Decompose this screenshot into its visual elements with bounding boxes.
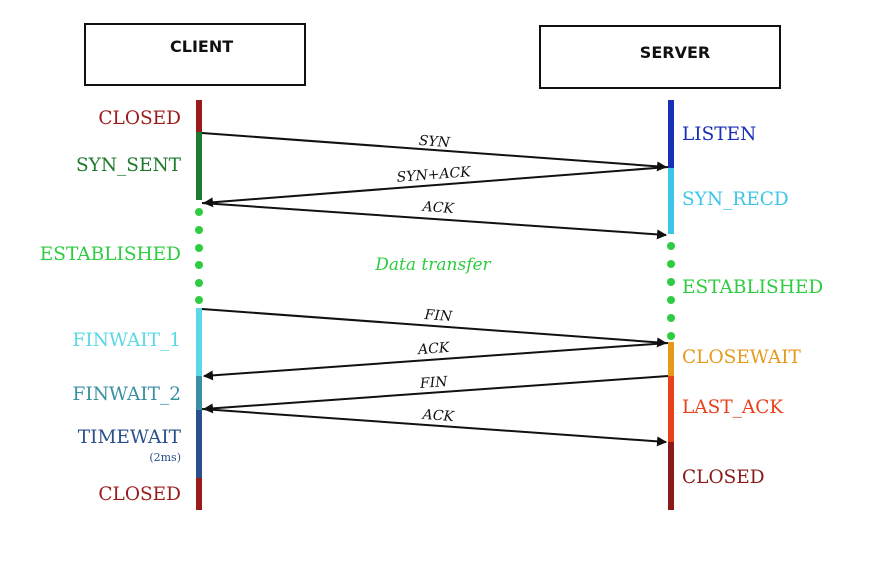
client-segment-finwait-2 <box>196 376 202 410</box>
client-state-label: SYN_SENT <box>76 155 182 176</box>
client-dot <box>195 244 203 252</box>
client-segment-timewait <box>196 410 202 478</box>
message-label: ACK <box>420 407 456 425</box>
message-arrow <box>203 166 669 208</box>
message-arrow <box>201 132 667 172</box>
client-state-label: TIMEWAIT <box>78 427 182 448</box>
server-state-label: LAST_ACK <box>682 397 784 418</box>
server-dot <box>667 296 675 304</box>
server-dot <box>667 260 675 268</box>
timewait-note: (2ms) <box>149 451 181 464</box>
server-header-label: SERVER <box>640 43 710 62</box>
server-segment-listen <box>668 100 674 168</box>
server-state-label: ESTABLISHED <box>682 277 823 298</box>
server-segment-syn-recd <box>668 168 674 234</box>
server-state-label: CLOSED <box>682 467 765 488</box>
server-dot <box>667 332 675 340</box>
message-arrow <box>201 202 667 240</box>
client-state-label: CLOSED <box>98 108 181 129</box>
client-dot <box>195 261 203 269</box>
message-label: SYN+ACK <box>396 164 473 186</box>
server-dot <box>667 314 675 322</box>
message-label: SYN <box>418 133 451 151</box>
client-dot <box>195 279 203 287</box>
client-segment-closed <box>196 100 202 132</box>
message-arrow <box>203 375 669 414</box>
server-timeline <box>667 100 675 510</box>
server-segment-last-ack <box>668 376 674 442</box>
client-state-label: ESTABLISHED <box>40 244 181 265</box>
server-segment-closewait <box>668 342 674 376</box>
server-segment-closed <box>668 442 674 510</box>
client-dot <box>195 296 203 304</box>
message-arrow <box>201 308 667 348</box>
client-dot <box>195 208 203 216</box>
message-label: ACK <box>416 340 452 358</box>
client-segment-syn-sent <box>196 132 202 200</box>
client-segment-finwait-1 <box>196 308 202 376</box>
client-state-label: FINWAIT_2 <box>73 384 181 405</box>
message-label: ACK <box>420 199 456 217</box>
server-state-label: SYN_RECD <box>682 189 789 210</box>
server-state-label: LISTEN <box>682 124 756 145</box>
message-arrow <box>201 408 667 447</box>
message-arrow <box>203 342 669 381</box>
server-header-box <box>539 25 781 89</box>
message-label: FIN <box>423 307 453 325</box>
client-dot <box>195 226 203 234</box>
client-timeline <box>195 100 203 510</box>
client-state-label: FINWAIT_1 <box>73 330 181 351</box>
client-segment-closed-end <box>196 478 202 510</box>
server-state-label: CLOSEWAIT <box>682 347 802 368</box>
client-header-box <box>84 23 306 86</box>
server-dot <box>667 278 675 286</box>
server-dot <box>667 242 675 250</box>
message-label: FIN <box>418 374 448 392</box>
data-transfer-label: Data transfer <box>374 255 491 275</box>
client-header-label: CLIENT <box>170 37 233 56</box>
client-state-label: CLOSED <box>98 484 181 505</box>
